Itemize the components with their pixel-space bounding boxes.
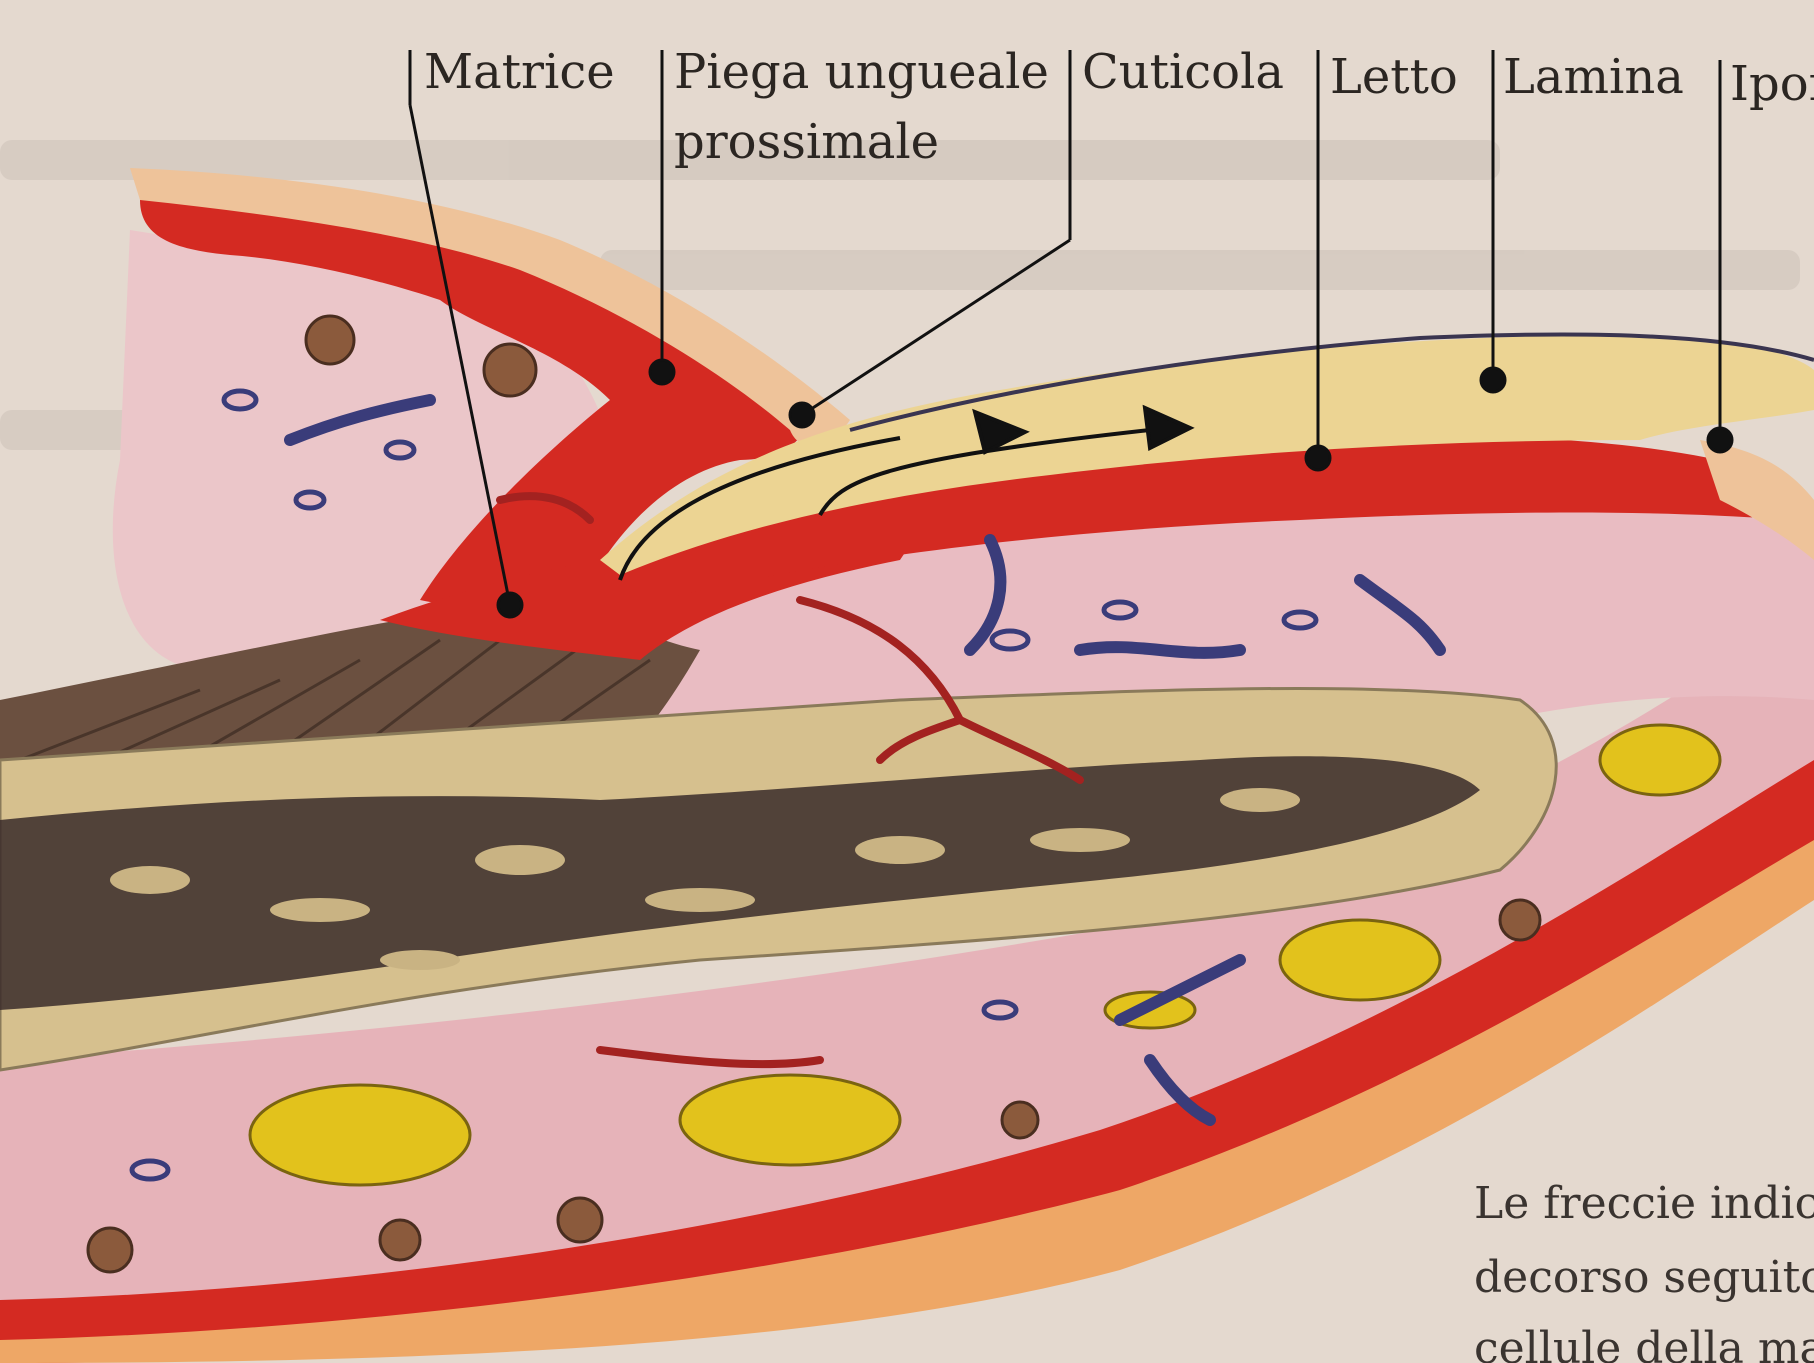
- caption-line-2: decorso seguito: [1474, 1252, 1814, 1303]
- label-matrice: Matrice: [424, 44, 615, 100]
- caption-line-3: cellule della mat: [1474, 1323, 1814, 1363]
- caption-line-1: Le freccie indicar: [1474, 1178, 1814, 1229]
- label-lamina: Lamina: [1503, 49, 1684, 105]
- label-iponichio: Ipor: [1730, 56, 1814, 112]
- label-cuticola: Cuticola: [1082, 44, 1284, 100]
- label-prossimale: prossimale: [674, 114, 939, 170]
- label-letto: Letto: [1330, 49, 1458, 105]
- label-piega-ungueale: Piega ungueale: [674, 44, 1049, 100]
